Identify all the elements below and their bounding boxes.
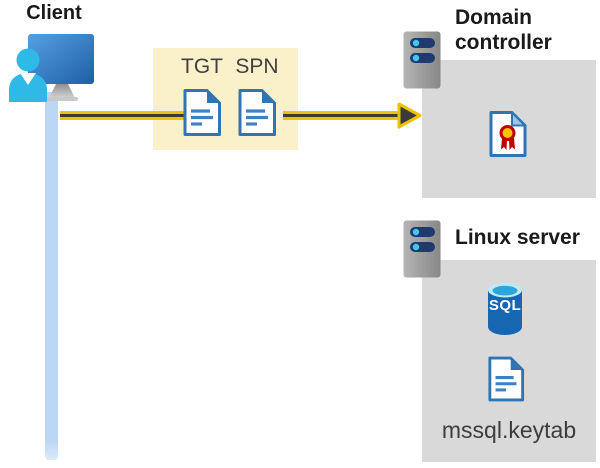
user-icon: [9, 48, 47, 102]
spn-label: SPN: [235, 55, 279, 78]
tgt-label: TGT: [181, 55, 223, 78]
monitor-icon: [28, 34, 94, 101]
keytab-filename-label: mssql.keytab: [441, 417, 577, 443]
certificate-icon: [489, 111, 527, 157]
monitor-stand: [49, 84, 75, 98]
sql-database-icon: [488, 282, 522, 335]
spn-document-icon: [238, 89, 276, 136]
client-icon: [9, 34, 94, 102]
arrow-head: [397, 102, 422, 129]
linux-server-label: Linux server: [455, 226, 580, 249]
sql-icon-label: SQL: [488, 297, 522, 314]
client-label: Client: [26, 2, 82, 24]
domain-controller-server-icon: [403, 31, 441, 89]
client-timeline-line: [45, 92, 58, 460]
keytab-document-icon: [488, 356, 525, 402]
tgt-document-icon: [183, 89, 221, 136]
linux-server-icon: [403, 220, 441, 278]
domain-controller-label: Domain controller: [455, 6, 552, 54]
